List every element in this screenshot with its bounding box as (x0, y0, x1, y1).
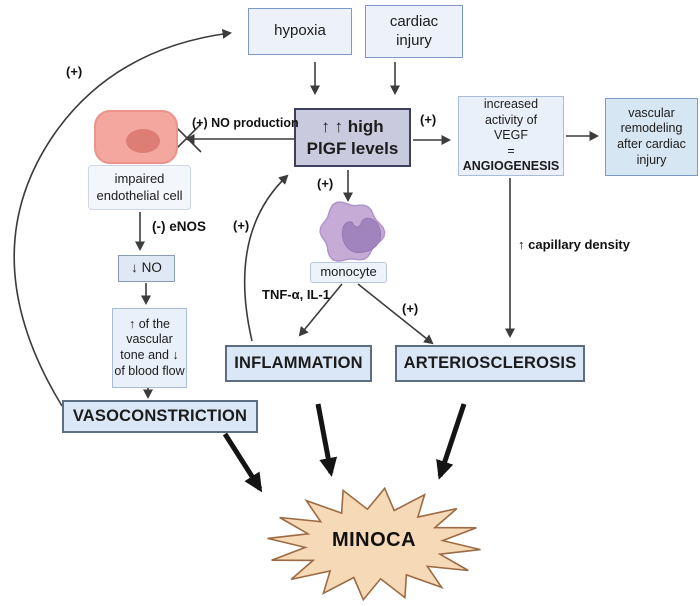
edge-label-plus-monocyte-arteriosclerosis: (+) (402, 301, 419, 316)
edge-label-plus-feedback-hypoxia: (+) (66, 64, 83, 79)
edge-label-no-production: (+) NO production (192, 116, 299, 130)
node-decreased-no-label: ↓ NO (131, 260, 162, 276)
node-impaired-endothelial-cell: impaired endothelial cell (88, 165, 191, 210)
edge-label-plus-pigf-vegf: (+) (420, 112, 437, 127)
node-vegf-label: increased activity of VEGF = (483, 96, 539, 158)
edge-label-tnf-il1: TNF-α, IL-1 (262, 287, 330, 302)
arrow-inflammation-to-minoca (315, 403, 338, 477)
node-decreased-no: ↓ NO (118, 255, 175, 282)
node-minoca-label: MINOCA (331, 529, 417, 551)
arrow-arteriosclerosis-to-minoca (436, 403, 467, 480)
arrow-vasoconstriction-to-minoca (222, 432, 263, 493)
node-vascular-tone: ↑ of the vascular tone and ↓ of blood fl… (112, 308, 187, 388)
endothelial-cell-illustration (94, 110, 178, 164)
arrow-monocyte-to-inflammation (298, 283, 343, 337)
node-pigf-levels: ↑ ↑ high PlGF levels (294, 108, 411, 167)
arrow-inflammation-to-pigf (243, 174, 289, 342)
node-impaired-endothelial-cell-label: impaired endothelial cell (96, 171, 183, 203)
node-vegf-angiogenesis: increased activity of VEGF = ANGIOGENESI… (458, 96, 564, 176)
node-monocyte: monocyte (310, 262, 387, 283)
node-arteriosclerosis-label: ARTERIOSCLEROSIS (403, 354, 577, 373)
node-vascular-tone-label: ↑ of the vascular tone and ↓ of blood fl… (114, 316, 185, 378)
node-hypoxia: hypoxia (248, 8, 352, 55)
node-cardiac-injury-label: cardiac injury (389, 12, 439, 49)
node-pigf-label: ↑ ↑ high PlGF levels (306, 117, 399, 158)
arrow-monocyte-to-arteriosclerosis (357, 283, 434, 345)
node-vasoconstriction: VASOCONSTRICTION (62, 400, 258, 433)
edge-label-plus-pigf-monocyte: (+) (317, 176, 334, 191)
node-vascular-remodeling-label: vascular remodeling after cardiac injury (617, 105, 686, 167)
node-arteriosclerosis: ARTERIOSCLEROSIS (395, 345, 585, 382)
node-inflammation: INFLAMMATION (225, 345, 372, 382)
node-vasoconstriction-label: VASOCONSTRICTION (72, 407, 248, 426)
minoca-starburst (267, 486, 481, 602)
node-angiogenesis-label: ANGIOGENESIS (462, 159, 560, 174)
monocyte-illustration (319, 201, 386, 262)
node-inflammation-label: INFLAMMATION (234, 354, 363, 373)
arrow-vasoconstriction-to-hypoxia (13, 29, 232, 407)
node-hypoxia-label: hypoxia (274, 22, 326, 40)
node-monocyte-label: monocyte (320, 264, 377, 280)
edge-label-capillary-density: ↑ capillary density (518, 237, 630, 252)
node-minoca: MINOCA (274, 529, 474, 552)
node-cardiac-injury: cardiac injury (365, 5, 463, 58)
edge-label-enos: (-) eNOS (152, 219, 206, 234)
edge-label-plus-inflammation-pigf: (+) (233, 218, 250, 233)
node-vascular-remodeling: vascular remodeling after cardiac injury (605, 98, 698, 176)
